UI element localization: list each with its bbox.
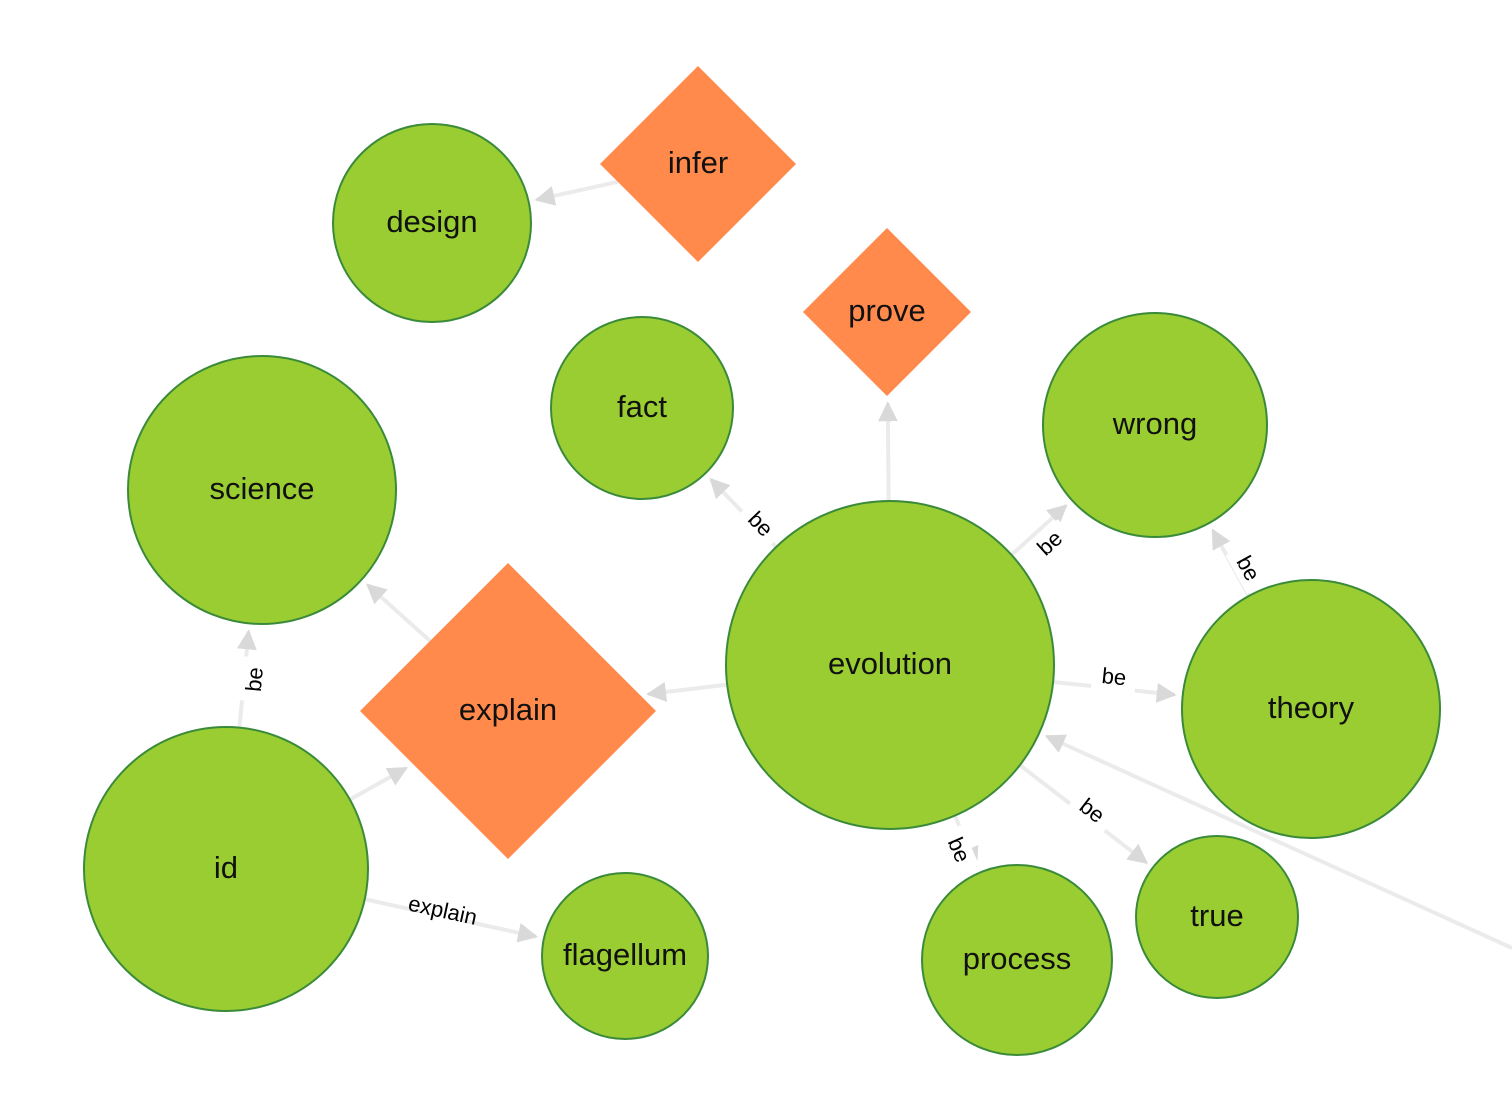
entity-circle[interactable] — [550, 316, 734, 500]
node-wrong[interactable]: wrong — [1042, 312, 1268, 538]
node-label: theory — [1268, 690, 1355, 725]
entity-circle[interactable] — [83, 726, 369, 1012]
node-design[interactable]: design — [332, 123, 532, 323]
edge-explain-science — [366, 583, 432, 643]
edge-id-flagellum: explain — [364, 891, 539, 943]
node-label: process — [963, 941, 1072, 976]
node-label: explain — [459, 692, 557, 727]
node-evolution[interactable]: evolution — [725, 500, 1055, 830]
edge-label-bg — [1025, 519, 1076, 568]
node-layer: design infer prove fact wrong science explain e… — [83, 66, 1441, 1056]
edge-label-bg — [418, 893, 467, 929]
node-process[interactable]: process — [921, 864, 1113, 1056]
edge-label-bg — [735, 499, 785, 550]
node-infer[interactable]: infer — [600, 66, 796, 262]
edge-line — [534, 179, 619, 206]
node-science[interactable]: science — [127, 355, 397, 625]
node-fact[interactable]: fact — [550, 316, 734, 500]
node-prove[interactable]: prove — [803, 228, 971, 396]
edge-label: be — [1101, 663, 1128, 690]
edge-line — [366, 583, 432, 643]
edge-label-bg — [937, 824, 980, 876]
edge-evolution-explain — [646, 682, 728, 702]
node-id[interactable]: id — [83, 726, 369, 1012]
edge-offscreen-evolution — [1044, 734, 1512, 950]
edge-evolution-fact: be — [709, 477, 785, 550]
entity-circle[interactable] — [1135, 835, 1299, 999]
edge-evolution-wrong: be — [1010, 504, 1076, 568]
edge-evolution-true: be — [1018, 763, 1149, 865]
node-label: infer — [668, 145, 728, 180]
entity-circle[interactable] — [921, 864, 1113, 1056]
entity-circle[interactable] — [725, 500, 1055, 830]
edge-evolution-prove — [877, 401, 898, 502]
entity-circle[interactable] — [1181, 579, 1441, 839]
node-label: prove — [848, 293, 926, 328]
edge-label: be — [241, 666, 268, 693]
relation-diamond[interactable] — [803, 228, 971, 396]
edge-infer-design — [534, 179, 619, 206]
edge-line — [348, 766, 408, 802]
node-label: flagellum — [563, 937, 687, 972]
node-label: id — [214, 850, 238, 885]
edge-theory-wrong: be — [1211, 528, 1270, 597]
edge-evolution-theory: be — [1052, 662, 1177, 703]
edge-line — [1010, 504, 1068, 557]
node-true[interactable]: true — [1135, 835, 1299, 999]
entity-circle[interactable] — [332, 123, 532, 323]
edge-label-bg — [1225, 543, 1270, 595]
edge-line — [646, 682, 728, 702]
entity-circle[interactable] — [541, 872, 709, 1040]
entity-circle[interactable] — [1042, 312, 1268, 538]
node-explain[interactable]: explain — [360, 563, 656, 859]
node-theory[interactable]: theory — [1181, 579, 1441, 839]
entity-circle[interactable] — [127, 355, 397, 625]
edge-id-science: be — [236, 629, 271, 728]
edge-line — [1044, 734, 1512, 950]
node-label: evolution — [828, 646, 952, 681]
node-label: science — [209, 471, 314, 506]
node-label: fact — [617, 389, 667, 424]
node-label: wrong — [1112, 406, 1197, 441]
node-flagellum[interactable]: flagellum — [541, 872, 709, 1040]
relation-diamond[interactable] — [360, 563, 656, 859]
edge-label-bg — [1066, 787, 1118, 835]
edge-label-bg — [1090, 662, 1138, 693]
node-label: true — [1190, 898, 1243, 933]
relation-diamond[interactable] — [600, 66, 796, 262]
edge-evolution-process: be — [937, 814, 980, 876]
edge-id-explain — [348, 766, 408, 802]
edge-label-bg — [239, 656, 271, 703]
node-label: design — [386, 204, 477, 239]
edge-line — [877, 401, 898, 502]
